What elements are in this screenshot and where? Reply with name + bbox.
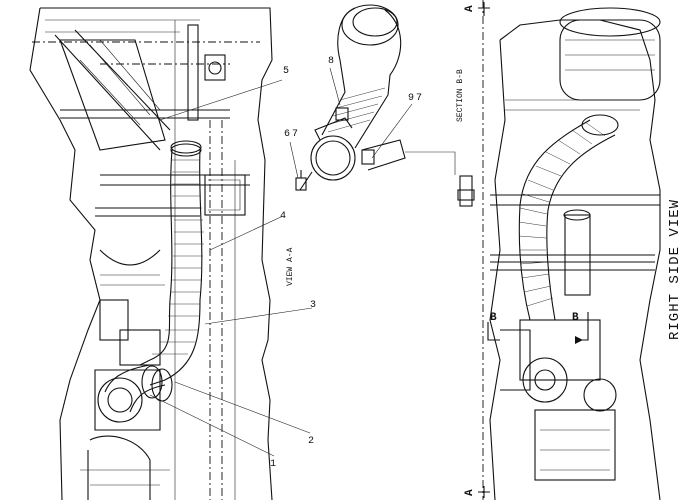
section-mark-a-bottom: A xyxy=(464,489,476,496)
section-bb-detail xyxy=(295,4,456,191)
callout-8: 8 xyxy=(328,56,334,67)
callout-5: 5 xyxy=(283,66,289,77)
callout-3: 3 xyxy=(310,300,316,311)
section-mark-b-left: B xyxy=(490,312,497,324)
callout-7-left: 7 xyxy=(292,129,298,140)
callout-6: 6 xyxy=(284,129,290,140)
section-mark-b-right: B xyxy=(572,312,579,324)
callout-4: 4 xyxy=(280,211,286,222)
callout-7-right: 7 xyxy=(416,93,422,104)
callout-9: 9 xyxy=(408,93,414,104)
callout-2: 2 xyxy=(308,436,314,447)
callout-leaders xyxy=(149,67,413,457)
section-bb-label: SECTION B-B xyxy=(456,69,465,122)
right-side-view-group xyxy=(457,0,661,500)
view-aa-label: VIEW A-A xyxy=(286,247,295,286)
right-side-view-label: RIGHT SIDE VIEW xyxy=(667,199,683,340)
left-view-group xyxy=(29,7,273,500)
section-mark-a-top: A xyxy=(464,5,476,12)
callout-1: 1 xyxy=(270,459,276,470)
